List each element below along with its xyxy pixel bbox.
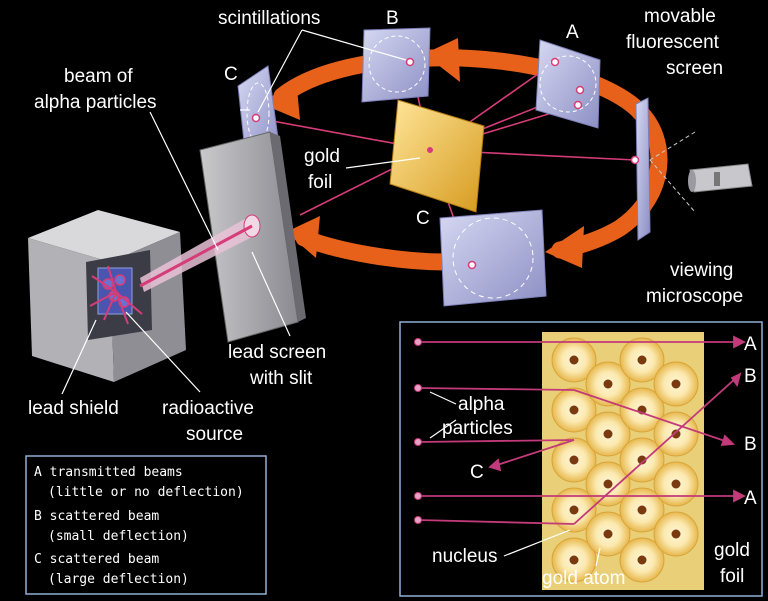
inset-label-c: C	[470, 462, 484, 483]
nucleus	[603, 379, 613, 389]
label-movable-3: screen	[666, 58, 723, 79]
inset-leaders	[429, 391, 601, 567]
label-movable-2: fluorescent	[626, 32, 720, 53]
label-lead-screen-1: lead screen	[228, 342, 326, 363]
label-gold-foil-1: gold	[304, 146, 340, 167]
label-gold-foil-2: foil	[308, 172, 332, 193]
label-lead-screen-2: with slit	[249, 368, 313, 389]
nucleus	[569, 455, 579, 465]
label-viewing-2: microscope	[646, 286, 743, 307]
nucleus	[671, 429, 681, 439]
nucleus	[603, 429, 613, 439]
nucleus	[637, 455, 647, 465]
inset-alpha-2: particles	[442, 418, 513, 439]
nucleus	[603, 529, 613, 539]
nucleus	[569, 505, 579, 515]
inset-label-b-top: B	[744, 366, 757, 387]
inset-label-a-bottom: A	[744, 488, 757, 509]
inset-trajectories	[417, 335, 747, 525]
label-beam-1: beam of	[64, 66, 133, 87]
label-radio-1: radioactive	[162, 398, 254, 419]
inset-label-a-top: A	[744, 334, 757, 355]
inset-particles	[414, 338, 422, 524]
legend-line-6: (large deflection)	[48, 572, 189, 587]
lead-shield	[28, 210, 261, 382]
gold-atom-grid	[551, 337, 699, 583]
leader-lines	[61, 29, 421, 395]
nucleus	[671, 529, 681, 539]
nucleus	[671, 379, 681, 389]
label-movable-1: movable	[644, 6, 716, 27]
viewing-microscope	[649, 131, 753, 213]
upper-orbit-arrowhead	[262, 78, 300, 120]
label-beam-2: alpha particles	[34, 92, 157, 113]
legend-line-1: A transmitted beams	[34, 465, 183, 480]
label-scintillations: scintillations	[218, 8, 320, 29]
nucleus	[637, 355, 647, 365]
screen-a	[535, 39, 601, 129]
inset-gold-foil-1: gold	[714, 540, 750, 561]
nucleus	[569, 355, 579, 365]
legend-line-4: (small deflection)	[48, 529, 189, 544]
lower-orbit-arrowhead	[286, 216, 320, 258]
inset-nucleus: nucleus	[432, 546, 498, 567]
orbit-arrows	[262, 38, 668, 271]
screen-right	[630, 97, 651, 241]
inset-label-b-mid: B	[744, 434, 757, 455]
inset-panel: A B alpha particles B C A nucleus gold a…	[399, 321, 763, 597]
nucleus	[569, 405, 579, 415]
label-viewing-1: viewing	[670, 260, 733, 281]
inset-alpha-1: alpha	[458, 394, 505, 415]
screen-c-lower	[439, 209, 547, 307]
nucleus	[637, 505, 647, 515]
nucleus	[569, 555, 579, 565]
legend-box: A transmitted beams (little or no deflec…	[25, 455, 267, 595]
inset-gold-atom: gold atom	[542, 568, 625, 589]
label-screen-c-lower: C	[416, 208, 430, 229]
legend-line-2: (little or no deflection)	[48, 485, 244, 500]
screen-b	[361, 27, 431, 103]
nucleus	[637, 555, 647, 565]
label-lead-shield: lead shield	[28, 398, 119, 419]
legend-line-5: C scattered beam	[34, 552, 159, 567]
label-screen-a: A	[566, 22, 579, 43]
nucleus	[671, 479, 681, 489]
nucleus	[603, 479, 613, 489]
label-screen-b: B	[386, 8, 399, 29]
label-radio-2: source	[186, 424, 243, 445]
label-screen-c-upper: C	[224, 64, 238, 85]
right-orbit-arrowhead	[545, 226, 584, 268]
lower-orbit-arrow	[295, 229, 454, 271]
gold-foil	[389, 99, 485, 213]
inset-gold-foil-2: foil	[720, 566, 744, 587]
legend-line-3: B scattered beam	[34, 509, 159, 524]
upper-orbit-arrowhead-2	[424, 38, 460, 82]
